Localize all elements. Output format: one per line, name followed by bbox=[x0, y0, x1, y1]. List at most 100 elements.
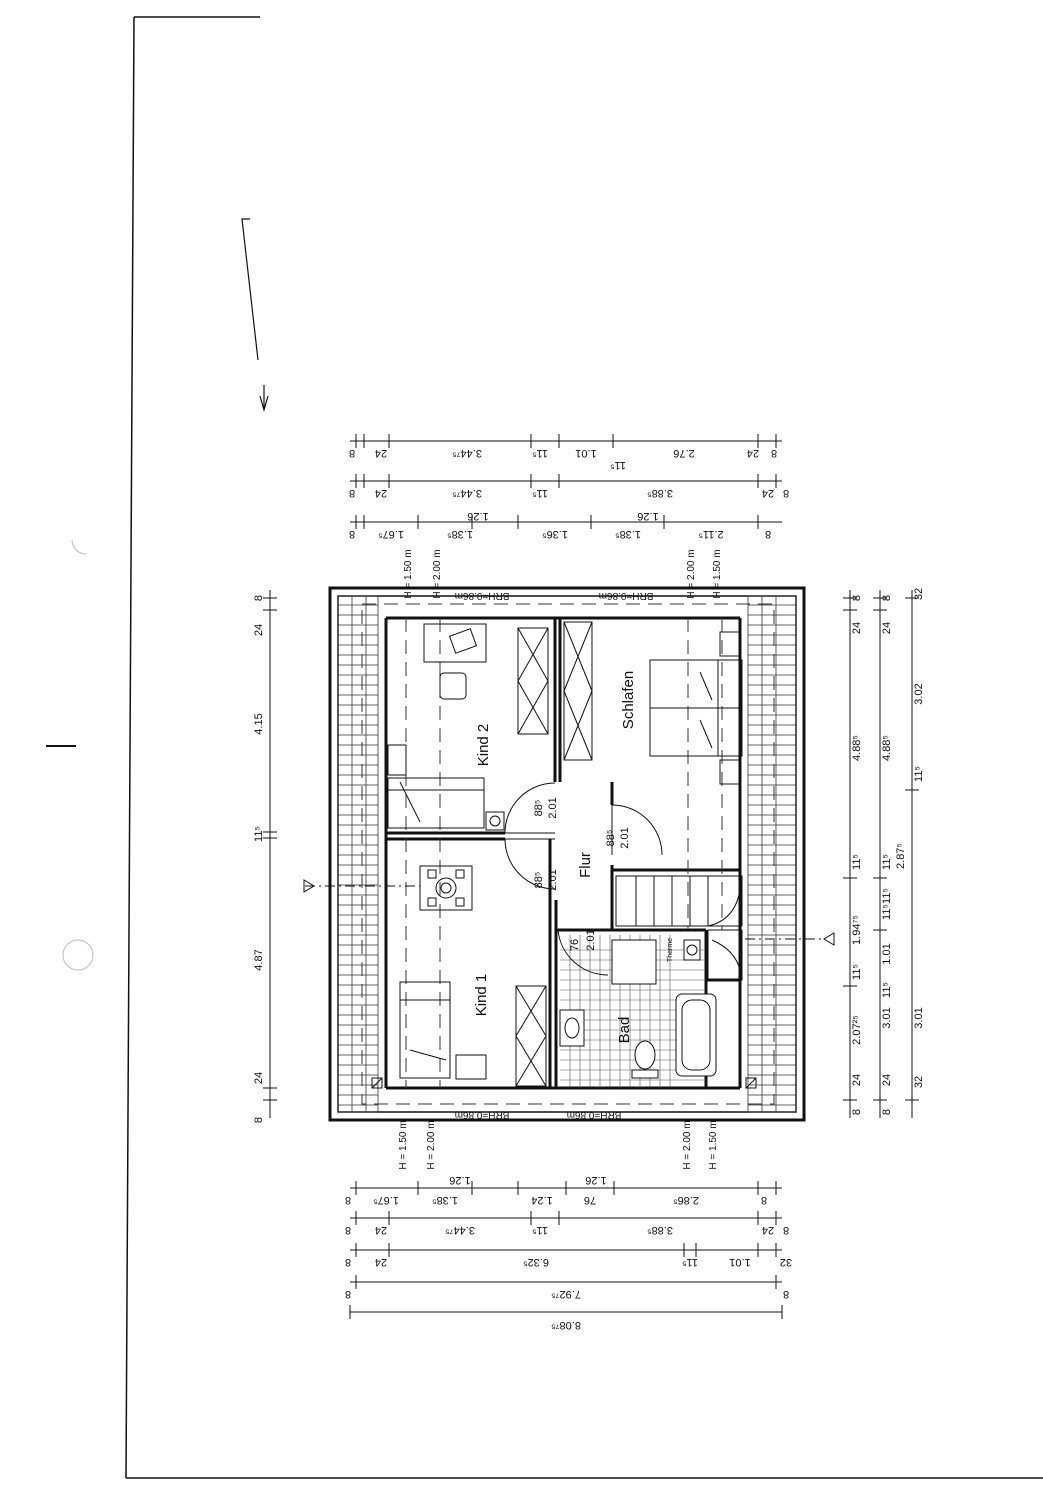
door-schlafen-width: 88⁵ bbox=[605, 830, 617, 847]
wardrobe-kind2 bbox=[517, 627, 549, 735]
dim-r2-extra-2: 11⁵ bbox=[881, 982, 893, 998]
dim-b1-4: 76 bbox=[584, 1194, 596, 1206]
dim-r2-extra-0: 11⁵ bbox=[881, 888, 893, 904]
dims-bottom-row1: 8 1.67⁵ 1.38⁵ 1.24 76 2.86⁵ 8 1.26 1.26 bbox=[345, 1174, 767, 1206]
dim-r2-3: 11⁵ bbox=[881, 854, 893, 870]
room-label-kind2: Kind 2 bbox=[475, 724, 492, 767]
dim-t1-extra: 11⁵ bbox=[610, 459, 626, 471]
dim-r1-0: 8 bbox=[851, 595, 863, 601]
roof-eave-left bbox=[337, 595, 379, 1113]
dim-lines bbox=[269, 440, 913, 1313]
door-kind2-width: 88⁵ bbox=[533, 800, 545, 817]
dim-b4-2: 8 bbox=[783, 1288, 789, 1300]
dim-b1-2: 1.38⁵ bbox=[432, 1194, 458, 1206]
dim-b2-4: 3.88⁵ bbox=[647, 1224, 673, 1236]
section-marker-right bbox=[823, 932, 835, 946]
sheet-frame bbox=[125, 16, 1043, 1479]
room-label-kind1: Kind 1 bbox=[473, 974, 490, 1017]
dim-l-4: 4.87 bbox=[253, 949, 265, 970]
dim-b1-1: 1.67⁵ bbox=[373, 1194, 399, 1206]
dim-b3-2: 6.32⁵ bbox=[523, 1256, 549, 1268]
dim-r1-6: 2.07²⁵ bbox=[851, 1015, 863, 1045]
dim-r3-2: 3.01 bbox=[913, 1007, 925, 1028]
dim-t3-4: 1.38⁵ bbox=[615, 528, 641, 540]
punch-hole-bottom bbox=[62, 939, 94, 971]
door-schlafen-height: 2.01 bbox=[619, 827, 631, 848]
dims-right-row3: 32 3.02 3.01 32 11⁵ bbox=[913, 588, 925, 1088]
dim-b3-0: 8 bbox=[345, 1256, 351, 1268]
dim-r1-3: 11⁵ bbox=[851, 854, 863, 870]
dim-t1-1: 24 bbox=[375, 447, 387, 459]
h150-bottom-left: H = 1.50 m bbox=[398, 1120, 409, 1169]
dim-b1-6: 8 bbox=[761, 1194, 767, 1206]
section-line bbox=[305, 885, 825, 940]
dims-right-row1: 8 24 4.88⁵ 11⁵ 1.94⁷⁵ 11⁵ 2.07²⁵ 24 8 bbox=[851, 595, 863, 1115]
roof-eave-left-hatch bbox=[338, 604, 378, 1106]
bed-kind2 bbox=[387, 744, 485, 829]
dim-t1-4: 1.01 bbox=[575, 447, 596, 459]
dim-t2-0: 8 bbox=[349, 487, 355, 499]
dims-top-row3: 8 1.67⁵ 1.38⁵ 1.36⁵ 1.38⁵ 2.11⁵ 8 1.26 1… bbox=[349, 510, 771, 540]
dim-b1-3: 1.24 bbox=[531, 1194, 552, 1206]
door-kind1-width: 88⁵ bbox=[533, 872, 545, 889]
dim-t1-3: 11⁵ bbox=[532, 447, 548, 459]
dim-ticks bbox=[263, 434, 919, 1319]
dim-l-6: 8 bbox=[253, 1117, 265, 1123]
dim-l-1: 24 bbox=[253, 624, 265, 636]
brh-bottom-right: BRH=0.86m bbox=[567, 1109, 622, 1120]
door-bad-width: 76 bbox=[569, 939, 581, 951]
room-label-schlafen: Schlafen bbox=[620, 671, 637, 729]
dim-r2-1: 24 bbox=[881, 622, 893, 634]
dim-r2-6: 3.01 bbox=[881, 1007, 893, 1028]
dim-t1-0: 8 bbox=[349, 447, 355, 459]
dim-b1-0: 8 bbox=[345, 1194, 351, 1206]
roof-eave-right bbox=[747, 595, 797, 1113]
door-swings bbox=[504, 782, 663, 976]
bed-kind1 bbox=[399, 981, 487, 1080]
wardrobe-kind1 bbox=[515, 985, 547, 1087]
dim-r2-7: 24 bbox=[881, 1074, 893, 1086]
double-bed-schlafen bbox=[649, 631, 743, 785]
brh-bottom-left: BRH=0.86m bbox=[455, 1109, 510, 1120]
dims-bottom-row3: 8 24 6.32⁵ 11⁵ 1.01 32 bbox=[345, 1256, 792, 1268]
dims-top-row2: 8 24 3.44⁷⁵ 11⁵ 3.88⁵ 24 8 bbox=[349, 487, 789, 499]
dim-t2-2: 3.44⁷⁵ bbox=[452, 487, 482, 499]
chimney-kind2 bbox=[485, 811, 505, 831]
label-therme: Therme bbox=[667, 938, 674, 962]
dim-b3-4: 1.01 bbox=[729, 1256, 750, 1268]
dims-right-row2: 8 24 4.88⁵ 11⁵ 11⁵ 2.87⁵ 3.01 24 8 11⁵ 1… bbox=[881, 595, 907, 1115]
dim-t2-1: 24 bbox=[375, 487, 387, 499]
dim-t3-3: 1.36⁵ bbox=[542, 528, 568, 540]
dim-t1-6: 8 bbox=[771, 447, 777, 459]
dim-t3-1: 1.67⁵ bbox=[378, 528, 404, 540]
dim-r2-4: 11⁵ bbox=[881, 904, 893, 920]
dim-l-2: 4.15 bbox=[253, 713, 265, 734]
dim-t3-extra-1: 1.26 bbox=[637, 510, 658, 522]
dim-b3-1: 24 bbox=[375, 1256, 387, 1268]
dim-t2-4: 3.88⁵ bbox=[647, 487, 673, 499]
dim-t1-2: 3.44⁷⁵ bbox=[452, 447, 482, 459]
staircase bbox=[615, 875, 743, 981]
h200-bottom-right: H = 2.00 m bbox=[682, 1120, 693, 1169]
dim-b2-1: 24 bbox=[375, 1224, 387, 1236]
dim-b2-6: 8 bbox=[783, 1224, 789, 1236]
dim-r3-extra: 11⁵ bbox=[913, 766, 925, 782]
dims-bottom-row5: 8.08⁷⁵ bbox=[551, 1319, 581, 1331]
dim-r1-5: 11⁵ bbox=[851, 964, 863, 980]
dim-b4-0: 8 bbox=[345, 1288, 351, 1300]
orientation-arrow bbox=[241, 218, 269, 413]
h200-top-left: H = 2.00 m bbox=[432, 549, 443, 598]
dim-b1-extra-0: 1.26 bbox=[449, 1174, 470, 1186]
dim-b2-3: 11⁵ bbox=[532, 1224, 548, 1236]
dim-t3-6: 8 bbox=[765, 528, 771, 540]
dim-t2-5: 24 bbox=[762, 487, 774, 499]
dim-t1-5: 2.76 bbox=[673, 447, 694, 459]
dim-b1-5: 2.86⁵ bbox=[673, 1194, 699, 1206]
dim-l-3: 11⁵ bbox=[253, 826, 265, 842]
dim-t3-0: 8 bbox=[349, 528, 355, 540]
dim-l-0: 8 bbox=[253, 595, 265, 601]
wardrobe-schlafen bbox=[563, 621, 593, 761]
door-kind2-height: 2.01 bbox=[547, 797, 559, 818]
dim-t2-6: 8 bbox=[783, 487, 789, 499]
